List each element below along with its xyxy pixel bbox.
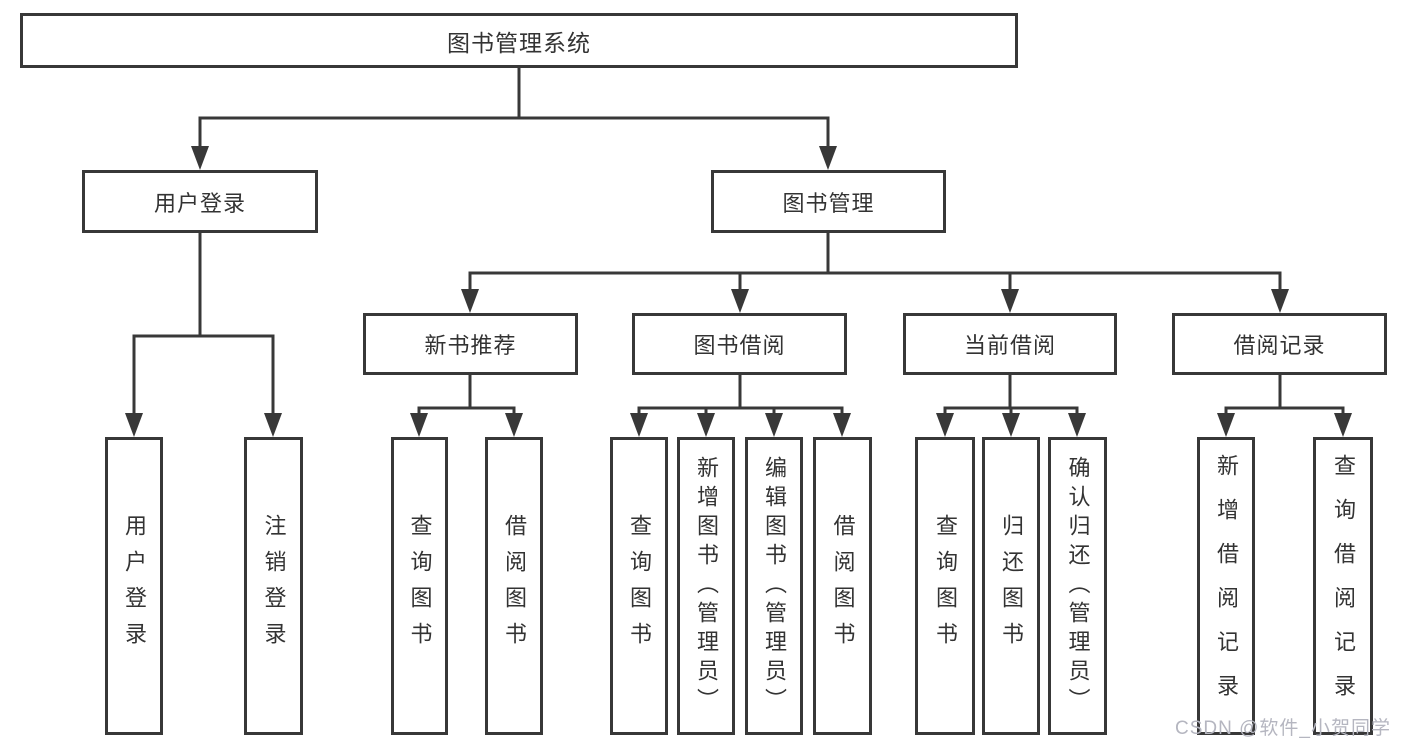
node-label: 确认归还（管理员） [1065,455,1091,717]
arrow-down-icon [819,146,837,170]
leaf-recommend-borrow-books: 借阅图书 [485,437,543,735]
leaf-current-confirm-return-admin: 确认归还（管理员） [1048,437,1107,735]
node-user-login: 用户登录 [82,170,318,233]
arrow-down-icon [264,413,282,437]
connector-segment [637,406,844,419]
node-label: 借阅记录 [1233,333,1326,358]
node-label: 新增图书（管理员） [694,455,719,717]
arrow-down-icon [125,413,143,437]
connector-segment [198,116,830,152]
node-label: 查询图书 [627,514,652,658]
leaf-borrowing-query-books: 查询图书 [610,437,668,735]
node-label: 查询借阅记录 [1331,454,1356,718]
node-label: 编辑图书（管理员） [762,455,787,717]
arrow-down-icon [833,413,851,437]
node-borrow-records: 借阅记录 [1172,313,1387,375]
node-label: 注销登录 [261,514,287,658]
arrow-down-icon [1001,289,1019,313]
leaf-current-return-books: 归还图书 [982,437,1040,735]
node-label: 图书借阅 [693,333,786,358]
leaf-recommend-query-books: 查询图书 [391,437,448,735]
leaf-records-add-record: 新增借阅记录 [1197,437,1255,735]
arrow-down-icon [1002,413,1020,437]
arrow-down-icon [936,413,954,437]
leaf-current-query-books: 查询图书 [915,437,975,735]
connector-segment [417,406,516,419]
node-root: 图书管理系统 [20,13,1018,68]
csdn-watermark: CSDN @软件_小贺同学 [1175,718,1391,739]
node-label: 借阅图书 [830,514,856,658]
node-label: 借阅图书 [502,514,527,658]
arrow-down-icon [1334,413,1352,437]
node-label: 新增借阅记录 [1214,454,1239,718]
arrow-down-icon [765,413,783,437]
leaf-borrowing-edit-books-admin: 编辑图书（管理员） [745,437,803,735]
node-label: 查询图书 [933,514,958,658]
node-current-borrowing: 当前借阅 [903,313,1117,375]
node-label: 图书管理系统 [447,29,591,56]
connector-segment [468,271,1282,295]
leaf-logout: 注销登录 [244,437,303,735]
arrow-down-icon [1217,413,1235,437]
arrow-down-icon [410,413,428,437]
arrow-down-icon [1271,289,1289,313]
node-label: 归还图书 [999,514,1024,658]
leaf-borrowing-add-books-admin: 新增图书（管理员） [677,437,735,735]
node-label: 当前借阅 [963,333,1056,358]
node-label: 用户登录 [153,190,246,216]
node-label: 查询图书 [407,514,433,658]
node-label: 用户登录 [122,514,147,658]
node-new-book-recommend: 新书推荐 [363,313,578,375]
arrow-down-icon [630,413,648,437]
arrow-down-icon [191,146,209,170]
node-label: 图书管理 [782,190,875,216]
arrow-down-icon [1068,413,1086,437]
leaf-borrowing-borrow-books: 借阅图书 [813,437,872,735]
arrowheads [125,146,1352,437]
arrow-down-icon [731,289,749,313]
connector-segment [1224,406,1345,419]
node-label: 新书推荐 [424,333,517,358]
arrow-down-icon [505,413,523,437]
arrow-down-icon [461,289,479,313]
leaf-user-login: 用户登录 [105,437,163,735]
arrow-down-icon [697,413,715,437]
node-book-borrowing: 图书借阅 [632,313,847,375]
node-book-management: 图书管理 [711,170,946,233]
connector-segment [132,334,275,419]
leaf-records-query-record: 查询借阅记录 [1313,437,1373,735]
